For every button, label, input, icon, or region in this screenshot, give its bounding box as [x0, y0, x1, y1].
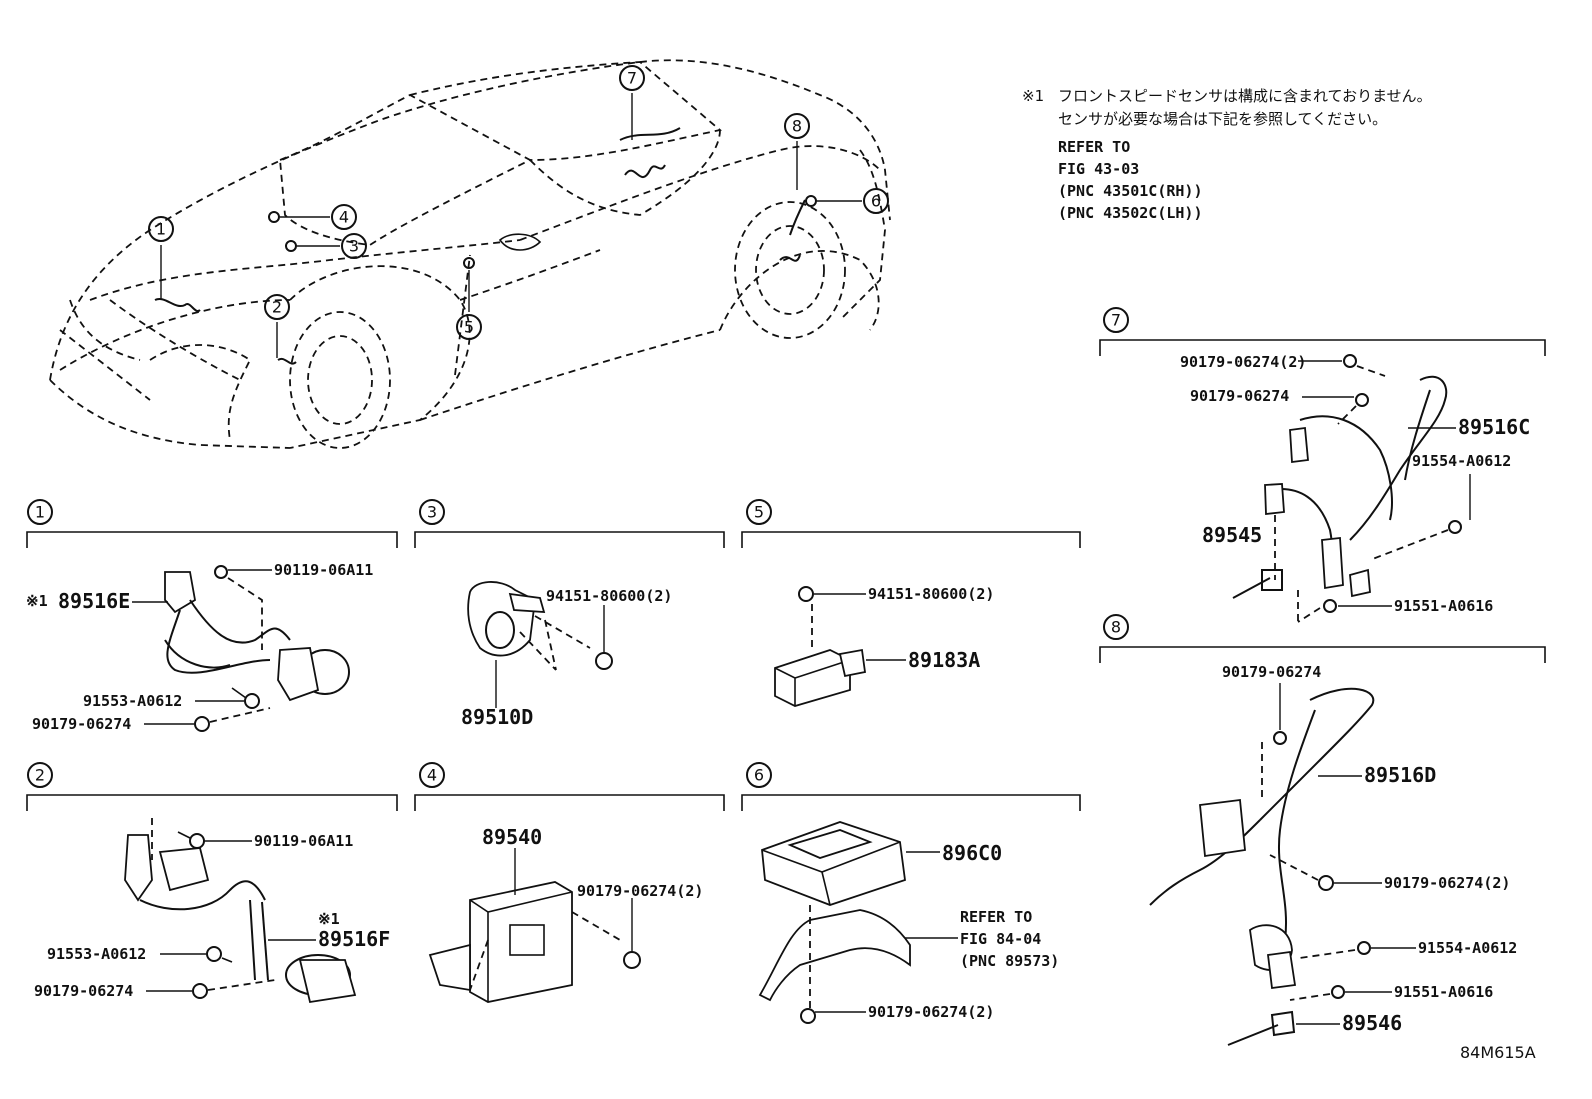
part-label-90179-06274-s8: 90179-06274: [1222, 663, 1321, 681]
section-4: 4 89540 90179-06274(2): [414, 762, 725, 1003]
part-label-89516D: 89516D: [1364, 763, 1436, 787]
section-7-number: 7: [1111, 311, 1121, 330]
part-label-90179-06274-s2: 90179-06274: [34, 982, 133, 1000]
part-label-89183A: 89183A: [908, 648, 980, 672]
section-6-number: 6: [754, 766, 764, 785]
section-8-number: 8: [1111, 618, 1121, 637]
section-7: 7 90179-06274(2) 90179-06274 89516C 9155…: [1099, 307, 1546, 623]
part-label-89516C: 89516C: [1458, 415, 1530, 439]
section-5: 5 94151-80600(2) 89183A: [741, 499, 1081, 707]
part-label-91554-A0612-s8: 91554-A0612: [1418, 939, 1517, 957]
callout-7-circle: [619, 65, 645, 91]
callout-6-circle: [863, 188, 889, 214]
part-label-90119-06A11: 90119-06A11: [274, 561, 373, 579]
callout-8-number: 8: [792, 117, 802, 136]
part-label-90179-06274-s7: 90179-06274: [1190, 387, 1289, 405]
callout-1-number: 1: [156, 220, 166, 239]
note-line-5: (PNC 43501C(RH)): [1058, 182, 1203, 200]
car-overview: [49, 59, 891, 449]
section-1-number: 1: [35, 503, 45, 522]
section-3-number: 3: [427, 503, 437, 522]
part-label-90119-06A11-s2: 90119-06A11: [254, 832, 353, 850]
section-8: 8 90179-06274 89516D 90179-06274(2) 9155…: [1099, 614, 1546, 1046]
section-3: 3 94151-80600(2) 89510D: [414, 499, 725, 729]
callout-8-circle: [784, 113, 810, 139]
callout-4-number: 4: [339, 208, 349, 227]
part-label-94151-80600-s5: 94151-80600(2): [868, 585, 994, 603]
section-5-number: 5: [754, 503, 764, 522]
section-6-refer-line-3: (PNC 89573): [960, 952, 1059, 970]
section-6-refer-line-1: REFER TO: [960, 908, 1032, 926]
part-label-91551-A0616-s8: 91551-A0616: [1394, 983, 1493, 1001]
overview-callouts: 1 2 3 4 5 6 7 8: [148, 65, 889, 358]
callout-1-circle: [148, 216, 174, 242]
part-label-90179-06274-s6: 90179-06274(2): [868, 1003, 994, 1021]
part-label-90179-06274-2-s8: 90179-06274(2): [1384, 874, 1510, 892]
part-label-89540: 89540: [482, 825, 542, 849]
part-label-94151-80600-s3: 94151-80600(2): [546, 587, 672, 605]
callout-3-number: 3: [349, 237, 359, 256]
section-6: 6 896C0 REFER TO FIG 84-04 (PNC 89573) 9…: [741, 762, 1081, 1024]
note-block: ※1 フロントスピードセンサは構成に含まれておりません。 センサが必要な場合は下…: [1022, 87, 1432, 222]
callout-2-number: 2: [272, 298, 282, 317]
note-line-3: REFER TO: [1058, 138, 1130, 156]
note-line-4: FIG 43-03: [1058, 160, 1139, 178]
part-label-90179-06274-s4: 90179-06274(2): [577, 882, 703, 900]
part-label-91551-A0616-s7: 91551-A0616: [1394, 597, 1493, 615]
part-label-89516F: 89516F: [318, 927, 390, 951]
callout-7-number: 7: [627, 69, 637, 88]
note-line-1: フロントスピードセンサは構成に含まれておりません。: [1058, 87, 1432, 105]
callout-5-circle: [456, 314, 482, 340]
part-label-91553-A0612: 91553-A0612: [83, 692, 182, 710]
callout-5-number: 5: [464, 318, 474, 337]
section-2-note-mark: ※1: [318, 910, 340, 928]
callout-2-circle: [264, 294, 290, 320]
section-1: 1 90119-06A11 ※1 89516E 91553-A0612 9017…: [26, 499, 398, 733]
section-2-number: 2: [35, 766, 45, 785]
callout-4-circle: [331, 204, 357, 230]
callout-3-circle: [341, 233, 367, 259]
part-label-91554-A0612-s7: 91554-A0612: [1412, 452, 1511, 470]
part-label-89546: 89546: [1342, 1011, 1402, 1035]
callout-6-number: 6: [871, 192, 881, 211]
section-4-number: 4: [427, 766, 437, 785]
part-label-90179-06274: 90179-06274: [32, 715, 131, 733]
part-label-89545: 89545: [1202, 523, 1262, 547]
note-line-2: センサが必要な場合は下記を参照してください。: [1058, 110, 1387, 128]
part-label-896C0: 896C0: [942, 841, 1002, 865]
note-line-6: (PNC 43502C(LH)): [1058, 204, 1203, 222]
part-label-91553-A0612-s2: 91553-A0612: [47, 945, 146, 963]
section-6-refer-line-2: FIG 84-04: [960, 930, 1041, 948]
part-label-89510D: 89510D: [461, 705, 533, 729]
figure-id: 84M615A: [1460, 1043, 1536, 1062]
section-1-note-mark: ※1: [26, 592, 48, 610]
part-label-89516E: 89516E: [58, 589, 130, 613]
part-label-90179-06274-2-s7: 90179-06274(2): [1180, 353, 1306, 371]
section-2: 2 90119-06A11 ※1 89516F 91553-A0612 9017…: [26, 762, 398, 1004]
note-marker: ※1: [1022, 87, 1044, 105]
